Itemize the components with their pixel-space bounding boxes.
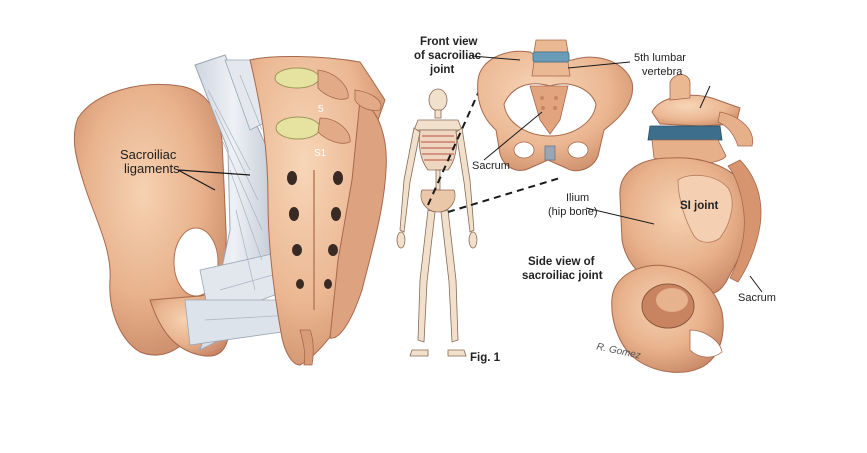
ilium-label-line1: Ilium <box>566 192 590 204</box>
front-view-label-line1: Front view <box>420 36 478 48</box>
si-joint-label: SI joint <box>680 200 719 212</box>
front-disc <box>532 51 570 63</box>
ilium-label-line2: (hip bone) <box>548 206 598 218</box>
side-view-label-line2: sacroiliac joint <box>522 270 603 282</box>
side-pelvis-figure <box>585 74 763 373</box>
lumbar-label-line1: 5th lumbar <box>634 52 686 64</box>
figure-number-label: Fig. 1 <box>470 352 501 364</box>
sacral-foramina <box>287 171 343 289</box>
side-disc <box>647 125 723 141</box>
lumbar-disc <box>274 67 320 89</box>
skeleton-figure <box>396 88 478 357</box>
front-pelvis-figure <box>471 39 634 172</box>
front-view-label-line2: of sacroiliac <box>414 50 482 62</box>
sacroiliac-ligaments-label-line2: ligaments <box>124 161 180 176</box>
level-s1-label: S1 <box>314 148 327 159</box>
level-l5-label: 5 <box>318 104 324 115</box>
side-view-label-line1: Side view of <box>528 256 595 268</box>
lumbar-disc <box>275 116 321 140</box>
right-ilium-posterior <box>329 99 387 339</box>
front-view-label-line3: joint <box>430 64 455 76</box>
sacrum-side-label: Sacrum <box>738 292 776 304</box>
lumbar-label-line2: vertebra <box>642 66 683 78</box>
connector-lines <box>427 61 561 213</box>
posterior-pelvis-figure <box>73 54 387 366</box>
sacrum-front-label: Sacrum <box>472 160 510 172</box>
sacroiliac-ligaments-label-line1: Sacroiliac <box>120 147 177 162</box>
